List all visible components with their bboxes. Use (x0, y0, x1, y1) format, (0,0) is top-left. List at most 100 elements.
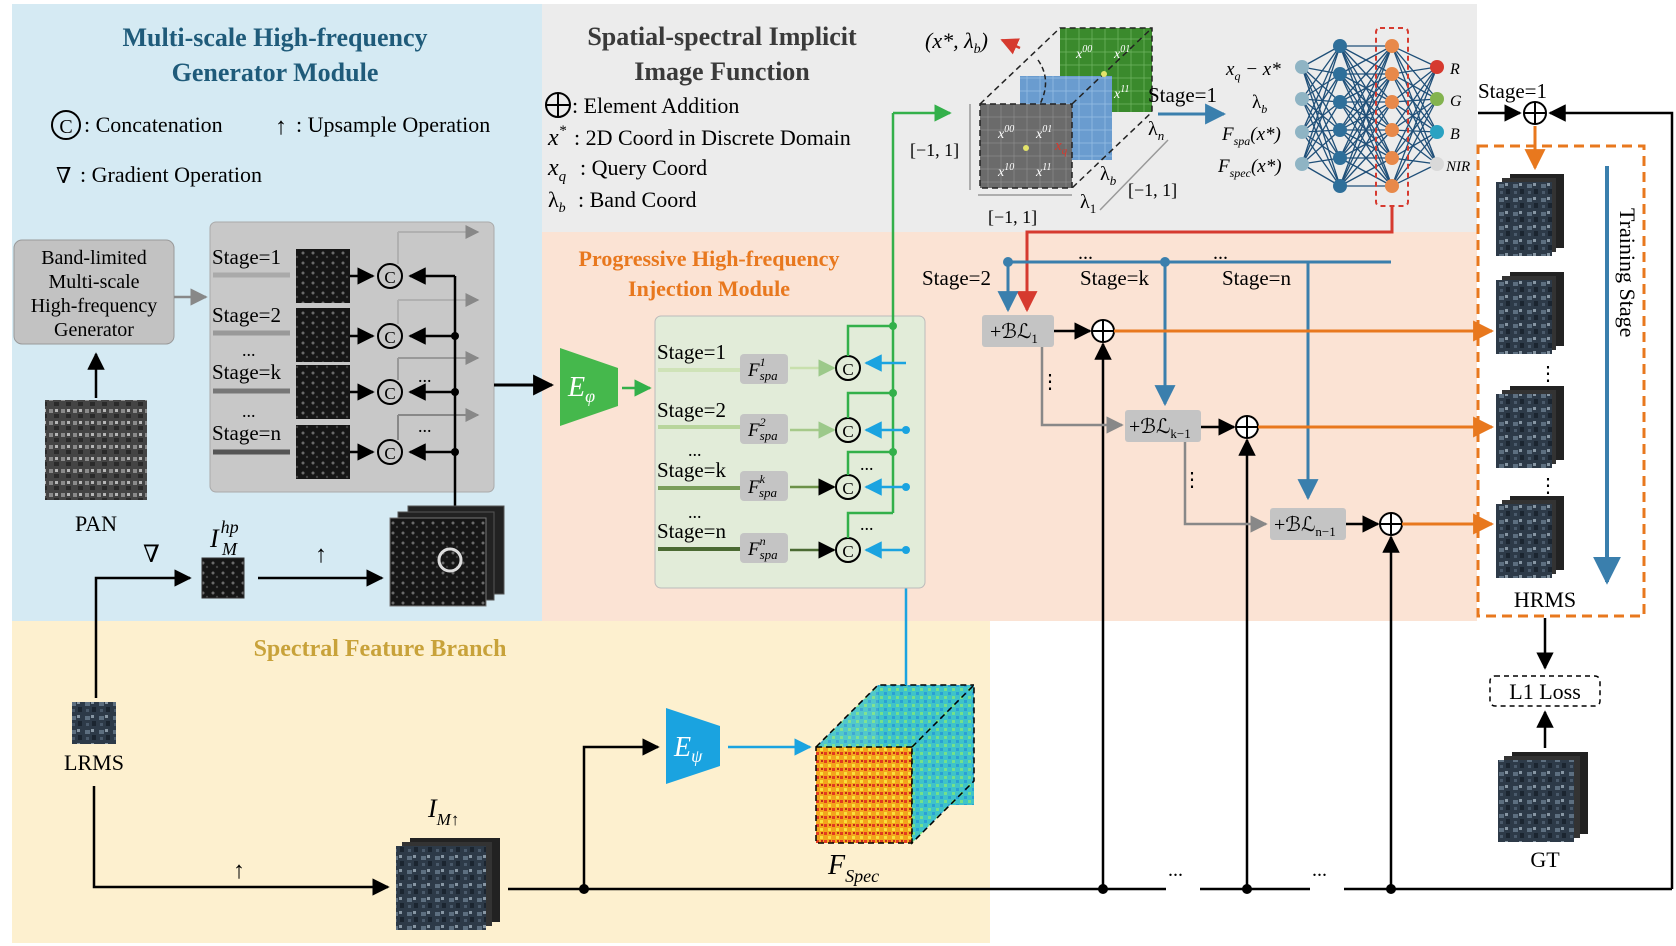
svg-text:Stage=k: Stage=k (1080, 266, 1149, 290)
svg-text:[−1, 1]: [−1, 1] (988, 207, 1037, 227)
mlp-edge (1391, 131, 1438, 159)
svg-text:λb: λb (1252, 92, 1267, 116)
lrms-image (72, 702, 116, 744)
mlp-edge (1391, 163, 1438, 187)
mlp-node (1385, 179, 1399, 193)
svg-text:...: ... (860, 514, 874, 534)
phi-title-1: Progressive High-frequency (579, 246, 840, 271)
mlp-node (1333, 95, 1347, 109)
mlp-node (1295, 157, 1309, 171)
mlp-node (1333, 179, 1347, 193)
svg-text:Stage=2: Stage=2 (212, 303, 281, 327)
mlp-node (1295, 92, 1309, 106)
mlp-node (1333, 67, 1347, 81)
mlp-edge (1339, 45, 1393, 159)
svg-text:Stage=n: Stage=n (657, 519, 726, 543)
mlp-edge (1339, 45, 1393, 131)
svg-text:High-frequency: High-frequency (31, 295, 158, 317)
svg-text:+ℬℒ1: +ℬℒ1 (990, 321, 1038, 346)
svg-text:C: C (384, 384, 395, 403)
svg-text:Stage=n: Stage=n (212, 421, 281, 445)
legend-concat-text: : Concatenation (84, 112, 223, 137)
mhg-title-2: Generator Module (172, 58, 379, 87)
l1-loss-label: L1 Loss (1509, 679, 1581, 704)
svg-text:...: ... (1213, 242, 1228, 264)
mlp-edge (1339, 45, 1393, 103)
mlp-inputs: xq − x* λb Fspa(x*) Fspec(x*) (1217, 59, 1282, 180)
training-stage-label: Training Stage (1615, 208, 1640, 337)
front-grid (979, 103, 1073, 189)
svg-text:+ℬℒk−1: +ℬℒk−1 (1129, 416, 1191, 441)
svg-text:Stage=1: Stage=1 (1148, 83, 1217, 107)
ssif-title-1: Spatial-spectral Implicit (587, 22, 857, 51)
mlp-node (1385, 95, 1399, 109)
mlp-edge (1391, 98, 1438, 131)
mlp-node (1385, 67, 1399, 81)
mlp-edge (1391, 129, 1438, 165)
svg-text:λb: λb (548, 187, 566, 216)
svg-text:Stage=k: Stage=k (212, 360, 281, 384)
hrms-box (1476, 144, 1646, 618)
svg-text:x10: x10 (997, 162, 1014, 180)
mlp-edge (1391, 98, 1438, 103)
mlp-node (1385, 123, 1399, 137)
mhg-title-1: Multi-scale High-frequency (123, 23, 428, 52)
svg-text:C: C (842, 360, 853, 379)
svg-text:Eψ: Eψ (673, 732, 703, 766)
legend-upsample-text: : Upsample Operation (296, 112, 490, 137)
svg-text:λb: λb (1100, 163, 1117, 188)
mlp-edge (1301, 101, 1341, 165)
svg-text:x11: x11 (1035, 162, 1051, 180)
svg-text:Multi-scale: Multi-scale (48, 271, 139, 293)
svg-text:Fspa(x*): Fspa(x*) (1221, 124, 1281, 148)
mlp-edge (1391, 73, 1438, 165)
svg-text:[−1, 1]: [−1, 1] (1128, 180, 1177, 200)
mlp-node (1333, 151, 1347, 165)
mlp-edge (1391, 66, 1438, 131)
pan-label: PAN (75, 511, 117, 536)
svg-text:↑: ↑ (233, 858, 245, 884)
hrms-images: ⋮ ⋮ (1496, 174, 1564, 578)
f-spec-cube (815, 746, 913, 844)
svg-text:...: ... (242, 401, 256, 421)
mlp-node (1385, 39, 1399, 53)
svg-text:...: ... (1312, 859, 1327, 881)
svg-text:...: ... (1078, 242, 1093, 264)
legend-upsample: ↑ : Upsample Operation (275, 112, 490, 140)
mlp-edge (1301, 98, 1341, 131)
mlp-node (1385, 151, 1399, 165)
svg-text:...: ... (688, 440, 702, 460)
ssif-grid: x00 x01 x10 x11 x00 x01 x11 xq (x*, λb) … (910, 27, 1177, 227)
svg-text:Stage=2: Stage=2 (922, 266, 991, 290)
legend-query-text: : Query Coord (580, 155, 707, 180)
mlp-node (1333, 123, 1347, 137)
mlp-edge (1301, 45, 1341, 100)
gt-image (1498, 760, 1574, 842)
svg-text:C: C (842, 479, 853, 498)
legend-discrete: x* : 2D Coord in Discrete Domain (547, 123, 851, 151)
legend-band: λb : Band Coord (548, 187, 697, 216)
svg-text:↑: ↑ (315, 542, 327, 568)
svg-text:Stage=n: Stage=n (1222, 266, 1291, 290)
gt-label: GT (1530, 847, 1560, 872)
svg-text:⋮: ⋮ (1182, 469, 1202, 491)
f-spec-label: FSpec (827, 850, 879, 886)
e-psi-encoder (666, 708, 720, 784)
svg-text:Stage=1: Stage=1 (212, 245, 281, 269)
svg-text:Stage=k: Stage=k (657, 458, 726, 482)
bln-box (1270, 508, 1346, 540)
legend-gradient: ∇ : Gradient Operation (56, 162, 262, 188)
svg-text:λn: λn (1148, 118, 1164, 143)
svg-text:⋮: ⋮ (1538, 475, 1558, 497)
svg-text:...: ... (242, 340, 256, 360)
svg-text:Generator: Generator (54, 319, 134, 341)
stage-box-gray (209, 221, 495, 493)
mlp-edge (1391, 157, 1438, 165)
mlp-edge (1339, 129, 1393, 187)
sfb-title: Spectral Feature Branch (254, 636, 507, 662)
pan-image (45, 400, 147, 500)
mlp-edge (1301, 129, 1341, 165)
